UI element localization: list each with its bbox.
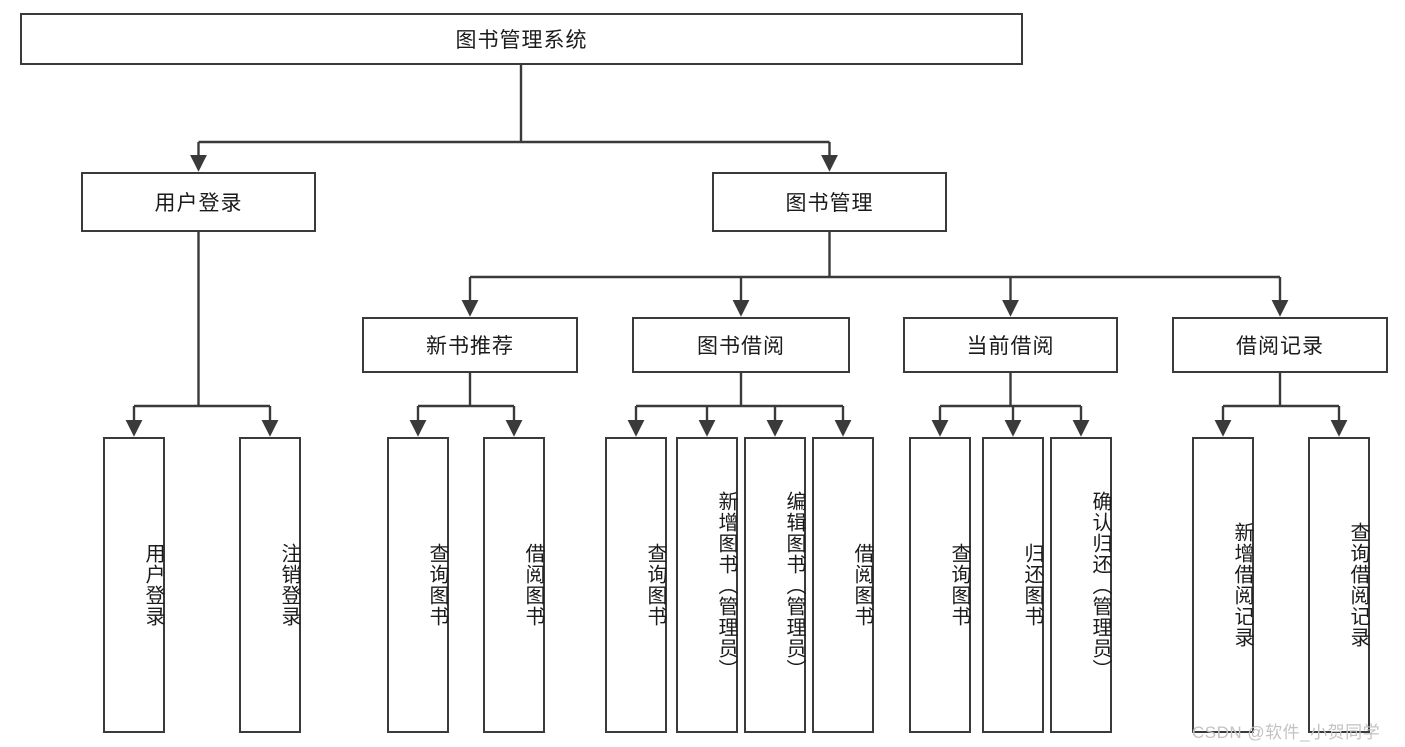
- node-label: 查询借阅记录: [1347, 522, 1369, 648]
- node-label: 用户登录: [142, 543, 164, 627]
- node-查询图书-leaf-2[interactable]: 查询图书: [387, 437, 449, 733]
- node-图书借阅-l3[interactable]: 图书借阅: [632, 317, 850, 373]
- node-查询图书-leaf-4[interactable]: 查询图书: [605, 437, 667, 733]
- node-label: 确认归还（管理员）: [1089, 490, 1111, 680]
- node-图书管理系统-root[interactable]: 图书管理系统: [20, 13, 1023, 65]
- node-查询借阅记录-leaf-12[interactable]: 查询借阅记录: [1308, 437, 1370, 733]
- node-确认归还管理员-leaf-10[interactable]: 确认归还（管理员）: [1050, 437, 1112, 733]
- node-label: 新书推荐: [426, 335, 514, 358]
- node-label: 查询图书: [644, 543, 666, 627]
- node-新增图书管理员-leaf-5[interactable]: 新增图书（管理员）: [676, 437, 738, 733]
- node-label: 借阅图书: [851, 543, 873, 627]
- node-label: 借阅记录: [1236, 335, 1324, 358]
- node-label: 当前借阅: [966, 335, 1055, 358]
- node-label: 借阅图书: [522, 543, 544, 627]
- node-图书管理-l2[interactable]: 图书管理: [712, 172, 947, 232]
- node-借阅记录-l3[interactable]: 借阅记录: [1172, 317, 1388, 373]
- node-新书推荐-l3[interactable]: 新书推荐: [362, 317, 578, 373]
- node-label: 图书管理: [785, 192, 874, 215]
- node-label: 查询图书: [948, 543, 970, 627]
- node-label: 归还图书: [1021, 543, 1043, 627]
- node-用户登录-l2[interactable]: 用户登录: [81, 172, 316, 232]
- node-label: 用户登录: [154, 192, 243, 215]
- node-借阅图书-leaf-3[interactable]: 借阅图书: [483, 437, 545, 733]
- node-label: 编辑图书（管理员）: [783, 490, 805, 680]
- node-label: 图书管理系统: [455, 29, 588, 52]
- node-用户登录-leaf-0[interactable]: 用户登录: [103, 437, 165, 733]
- node-label: 新增借阅记录: [1231, 522, 1253, 648]
- csdn-watermark: CSDN @软件_小贺同学: [1192, 723, 1381, 742]
- node-查询图书-leaf-8[interactable]: 查询图书: [909, 437, 971, 733]
- node-label: 新增图书（管理员）: [715, 490, 737, 680]
- node-label: 注销登录: [278, 543, 300, 627]
- node-label: 查询图书: [426, 543, 448, 627]
- node-归还图书-leaf-9[interactable]: 归还图书: [982, 437, 1044, 733]
- node-借阅图书-leaf-7[interactable]: 借阅图书: [812, 437, 874, 733]
- node-注销登录-leaf-1[interactable]: 注销登录: [239, 437, 301, 733]
- node-新增借阅记录-leaf-11[interactable]: 新增借阅记录: [1192, 437, 1254, 733]
- node-label: 图书借阅: [697, 335, 785, 358]
- node-编辑图书管理员-leaf-6[interactable]: 编辑图书（管理员）: [744, 437, 806, 733]
- node-当前借阅-l3[interactable]: 当前借阅: [903, 317, 1118, 373]
